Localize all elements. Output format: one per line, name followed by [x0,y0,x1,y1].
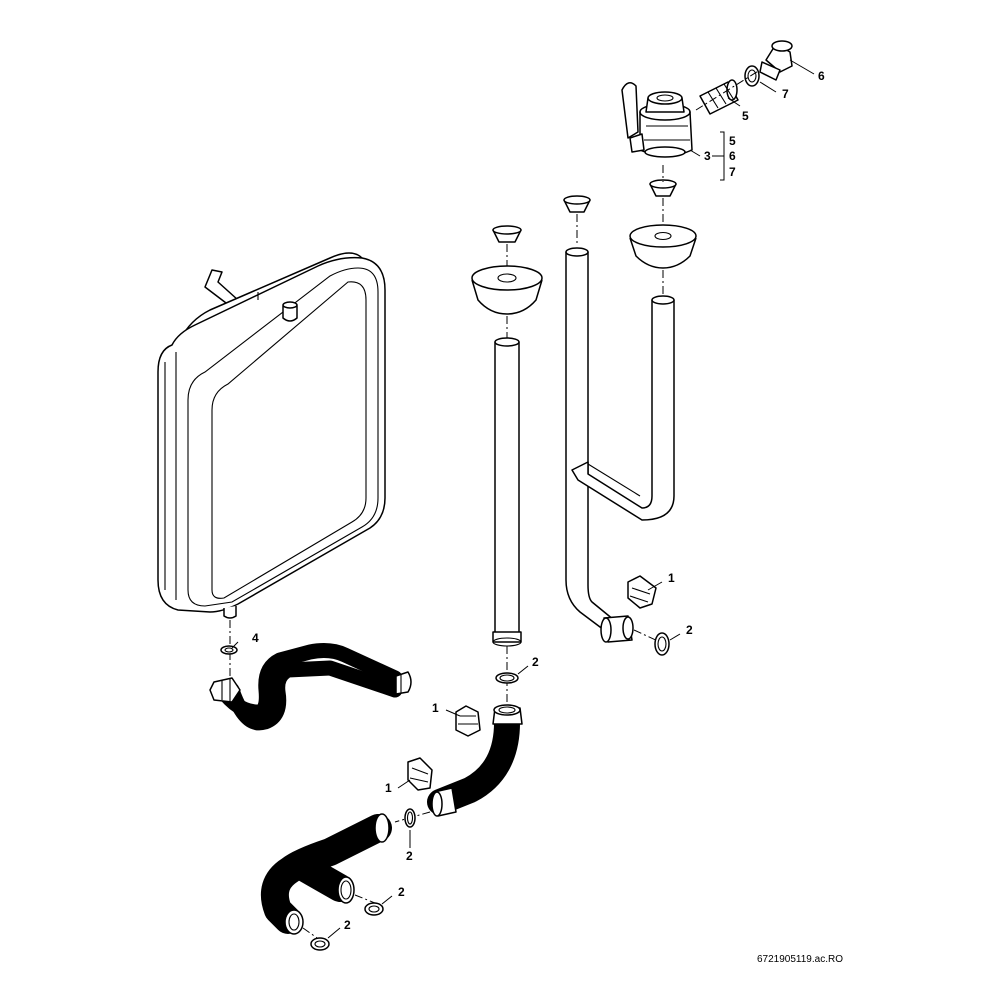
ball-valve-part-3 [621,82,693,158]
callout-5: 5 [742,109,749,123]
o-ring-right [654,632,670,656]
vertical-pipe [492,337,522,647]
expansion-tank [157,252,386,619]
callout-2-bottom-left: 2 [344,918,351,932]
connector-part-6 [759,40,793,81]
callout-1-lower: 1 [385,781,392,795]
right-pipe-connector [600,615,634,643]
u-pipe-assembly [565,247,675,631]
bracket-item-5: 5 [729,134,736,148]
callout-2-bottom-right: 2 [398,885,405,899]
o-ring-bottom-right [364,902,384,916]
strainer-part-5 [699,79,739,115]
clip-part-1-right [627,575,657,609]
callout-7: 7 [782,87,789,101]
o-ring-middle [495,672,519,684]
middle-grommet [471,265,543,315]
tank-connection-hose [209,643,412,731]
right-cap-right [649,179,677,197]
y-manifold [261,813,392,935]
clip-part-1-upper [455,705,481,737]
callout-labels: 1 1 1 2 2 2 2 2 3 4 5 6 7 5 6 7 [252,69,825,932]
corrugated-hose [427,704,523,817]
callout-3: 3 [704,149,711,163]
washer-part-4 [220,645,238,655]
right-grommet [629,224,697,269]
reference-code: 6721905119.ac.RO [757,954,843,965]
middle-cap [492,225,522,243]
clip-part-1-lower [407,757,433,791]
callout-6: 6 [818,69,825,83]
callout-4: 4 [252,631,259,645]
callout-2-hose: 2 [406,849,413,863]
bracket-item-7: 7 [729,165,736,179]
right-cap-left [563,195,591,213]
o-ring-part-7 [744,65,760,87]
callout-1-right: 1 [668,571,675,585]
o-ring-bottom-left [310,937,330,951]
o-ring-hose-bottom [404,808,416,828]
leader-lines [231,59,815,939]
bracket-item-6: 6 [729,149,736,163]
callout-2-middle: 2 [532,655,539,669]
callout-2-right: 2 [686,623,693,637]
callout-1-upper: 1 [432,701,439,715]
